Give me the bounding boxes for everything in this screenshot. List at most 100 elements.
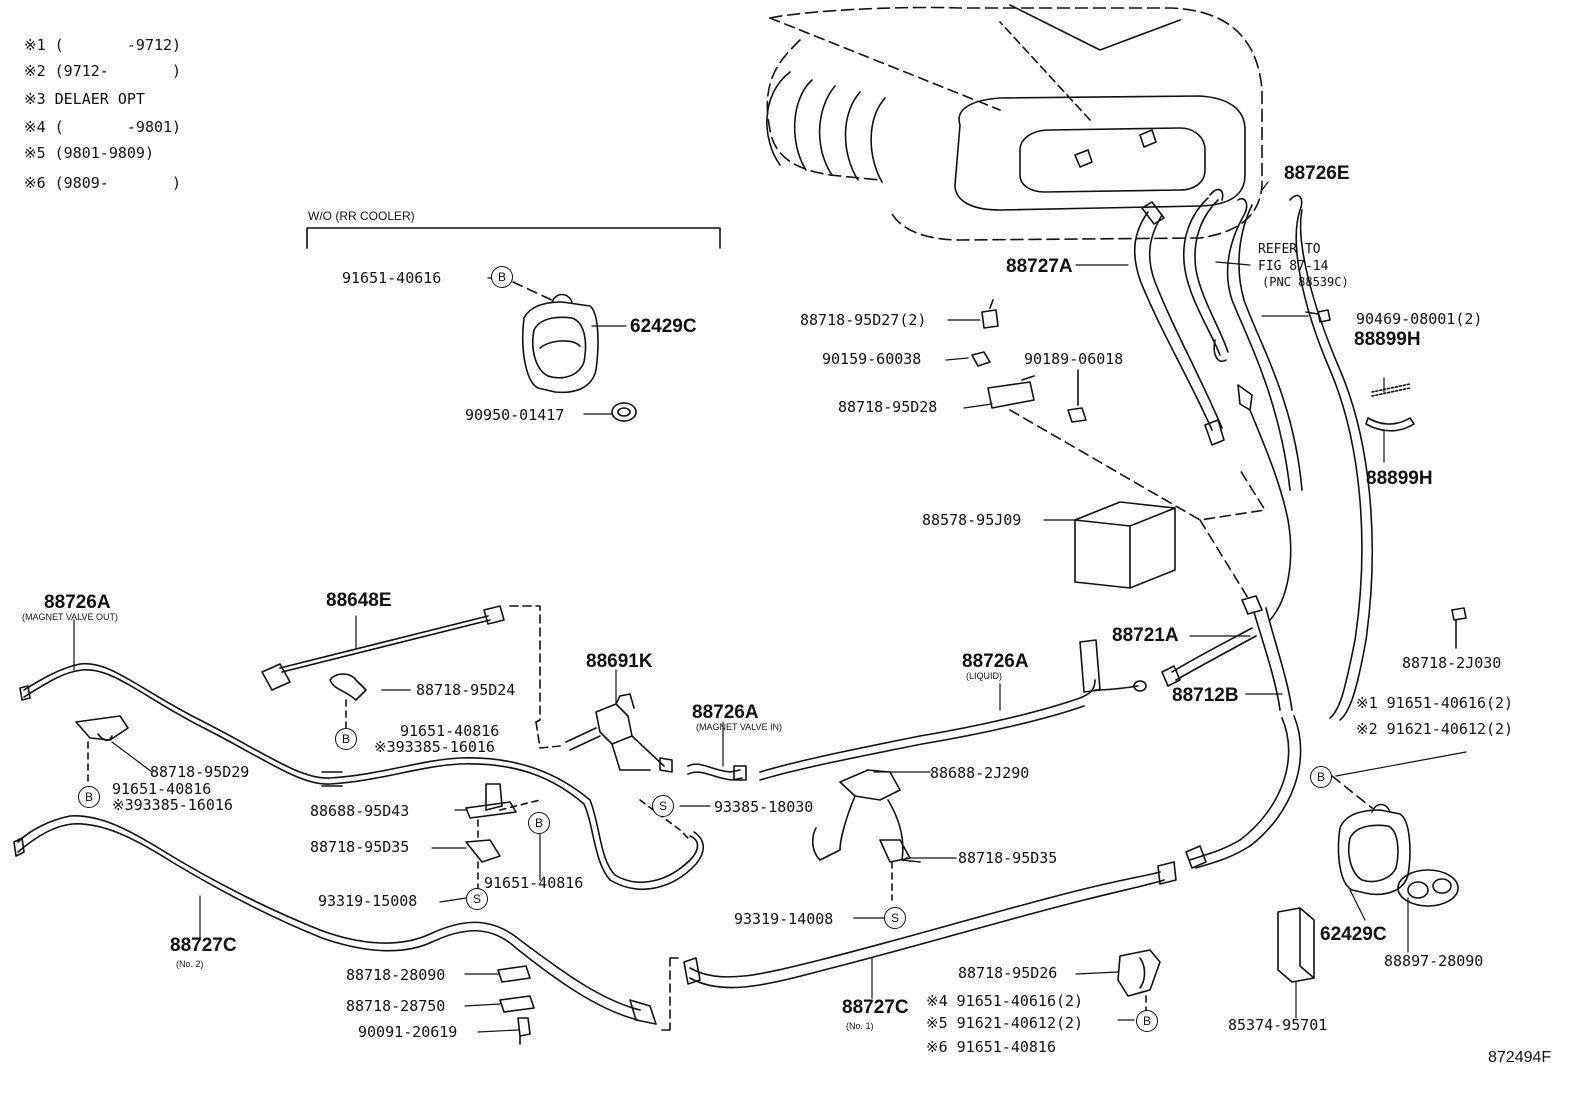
- note-ref-2: ※2 91621-40612(2): [1356, 720, 1514, 738]
- hose-88721a-88712b: [1161, 595, 1302, 869]
- cooler-unit-outline: [766, 4, 1263, 241]
- part-label: 88691K: [586, 651, 653, 672]
- pipe-88727c-no1: [683, 861, 1177, 989]
- note-ref-4: ※4 91651-40616(2): [926, 992, 1084, 1010]
- part-label: 88718-95D35: [310, 838, 410, 856]
- part-sublabel: (MAGNET VALVE OUT): [22, 612, 119, 622]
- circle-b-marker: B: [335, 728, 357, 750]
- bracket-88688-2j290: [811, 769, 921, 901]
- part-label: 88718-95D24: [416, 681, 516, 699]
- part-label: 90159-60038: [822, 350, 922, 368]
- pipe-88726a-in: [687, 763, 747, 781]
- part-sublabel: (LIQUID): [966, 671, 1002, 681]
- part-label: 62429C: [1320, 924, 1387, 945]
- part-label: 91651-40816: [484, 874, 584, 892]
- hose-88726e: [1182, 188, 1374, 721]
- part-label: 90950-01417: [465, 406, 565, 424]
- group-heading: W/O (RR COOLER): [308, 209, 415, 223]
- part-label: 85374-95701: [1228, 1016, 1328, 1034]
- refer-line-3: (PNC 88539C): [1262, 275, 1349, 289]
- leader-lines: [73, 181, 1467, 1033]
- part-label: 88726A: [692, 702, 759, 723]
- note-4: ※4 ( -9801): [24, 118, 182, 136]
- part-label: 88899H: [1354, 329, 1421, 350]
- part-sublabel: (No. 2): [176, 959, 204, 969]
- part-label: 88718-28750: [346, 997, 446, 1015]
- box-88578: [1074, 501, 1176, 589]
- pad-62429c-bottom: [1277, 803, 1459, 983]
- note-3: ※3 DELAER OPT: [24, 90, 145, 108]
- circle-s-marker: S: [884, 907, 906, 929]
- part-label: 90469-08001(2): [1356, 310, 1483, 328]
- small-parts-mid: [971, 299, 1467, 649]
- part-label: 88718-95D27(2): [800, 311, 927, 329]
- bracket-88718-95d26: [1117, 949, 1161, 1013]
- part-label: 88718-95D28: [838, 398, 938, 416]
- note-5: ※5 (9801-9809): [24, 144, 154, 162]
- circle-s-marker: S: [652, 795, 674, 817]
- part-label: ※393385-16016: [112, 796, 233, 814]
- clips-bottom-left: [497, 965, 535, 1045]
- circle-b-marker: B: [78, 786, 100, 808]
- note-2: ※2 (9712- ): [24, 62, 182, 80]
- dashed-leaders-top: [512, 281, 1373, 809]
- pipe-88726a-out: [19, 662, 705, 891]
- part-label: 88899H: [1366, 468, 1433, 489]
- note-ref-1: ※1 91651-40616(2): [1356, 694, 1514, 712]
- note-1: ※1 ( -9712): [24, 36, 182, 54]
- part-label: 93319-15008: [318, 892, 418, 910]
- part-label: 88718-95D29: [150, 763, 250, 781]
- part-label: 88578-95J09: [922, 511, 1022, 529]
- part-label: 88688-95D43: [310, 802, 410, 820]
- part-label: 88718-2J030: [1402, 654, 1502, 672]
- pipe-88727c-no2: [13, 815, 657, 1025]
- part-label: 91651-40816: [400, 722, 500, 740]
- note-ref-5: ※5 91621-40612(2): [926, 1014, 1084, 1032]
- part-label: 88648E: [326, 590, 392, 611]
- part-label: 90091-20619: [358, 1023, 458, 1041]
- part-label: ※393385-16016: [374, 738, 495, 756]
- part-label: 62429C: [630, 316, 697, 337]
- part-label: 91651-40616: [342, 269, 442, 287]
- part-label: 88688-2J290: [930, 764, 1030, 782]
- figure-id: 872494F: [1488, 1049, 1552, 1066]
- circle-b-marker: B: [1136, 1010, 1158, 1032]
- circle-b-marker: B: [1310, 766, 1332, 788]
- brackets-left-mid: [465, 783, 541, 889]
- part-label: 88726E: [1284, 163, 1350, 184]
- part-label: 93385-18030: [714, 798, 814, 816]
- note-6: ※6 (9809- ): [24, 174, 182, 192]
- pipe-88726a-liquid: [759, 639, 1147, 781]
- pad-62429c-top: [521, 293, 637, 422]
- circle-s-marker: S: [466, 888, 488, 910]
- refer-line-2: FIG 87-14: [1258, 259, 1329, 274]
- refer-line-1: REFER TO: [1258, 242, 1321, 257]
- part-label: 90189-06018: [1024, 350, 1124, 368]
- part-label: 88727A: [1006, 256, 1073, 277]
- circle-b-marker: B: [528, 812, 550, 834]
- part-label: 88727C: [170, 935, 237, 956]
- part-label: 88727C: [842, 997, 909, 1018]
- part-sublabel: (No. 1): [846, 1021, 874, 1031]
- sensor-88648e: [261, 605, 541, 723]
- part-label: 93319-14008: [734, 910, 834, 928]
- part-label: 88726A: [962, 651, 1029, 672]
- part-sublabel: (MAGNET VALVE IN): [696, 722, 783, 732]
- bracket-88727c-no1: [659, 957, 679, 1031]
- part-label: 88718-28090: [346, 966, 446, 984]
- part-label: 88712B: [1172, 685, 1239, 706]
- part-label: 88718-95D26: [958, 964, 1058, 982]
- valve-88691k: [535, 693, 691, 841]
- part-label: 91651-40816: [112, 780, 212, 798]
- part-label: 88718-95D35: [958, 849, 1058, 867]
- circle-b-marker: B: [491, 266, 513, 288]
- part-label: 88721A: [1112, 625, 1179, 646]
- hose-88727a: [1133, 201, 1225, 446]
- part-label: 88726A: [44, 592, 111, 613]
- clamps-left: [75, 673, 367, 787]
- part-label: 88897-28090: [1384, 952, 1484, 970]
- group-bracket: [306, 227, 721, 249]
- note-ref-6: ※6 91651-40816: [926, 1038, 1056, 1056]
